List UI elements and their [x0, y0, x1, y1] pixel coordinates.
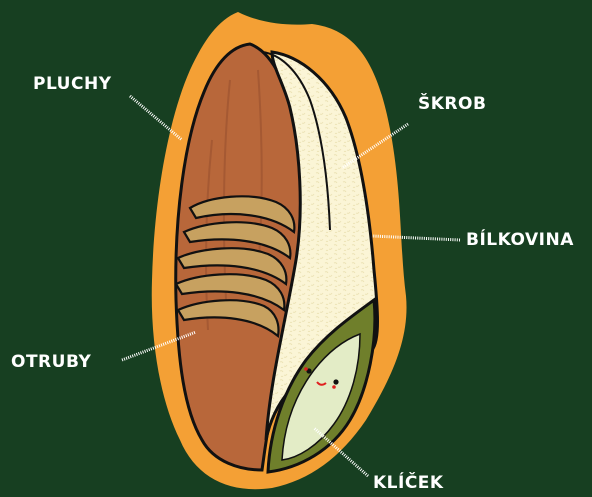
label-starch: ŠKROB	[418, 94, 486, 114]
germ-eye-right	[333, 379, 338, 384]
germ-cheek-left	[304, 367, 308, 371]
germ-cheek-right	[332, 385, 336, 389]
label-germ: KLÍČEK	[373, 473, 444, 493]
label-husk: PLUCHY	[33, 74, 112, 94]
label-protein: BÍLKOVINA	[466, 230, 574, 250]
label-bran: OTRUBY	[11, 352, 91, 372]
